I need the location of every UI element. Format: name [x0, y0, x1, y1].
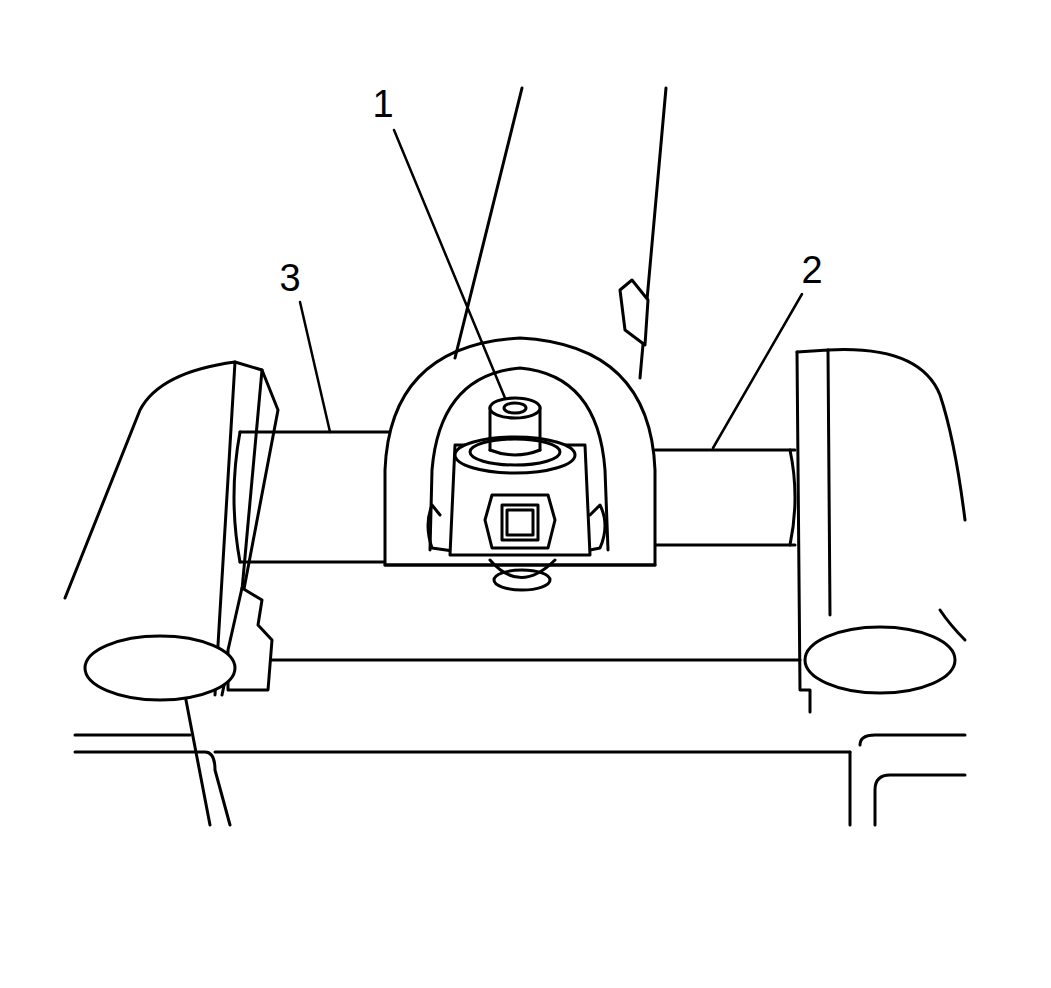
right-vise-jaw [797, 350, 965, 712]
universal-joint [428, 398, 605, 590]
leader-lines [300, 130, 802, 448]
callout-number: 1 [372, 85, 393, 123]
steering-column-outline [455, 88, 666, 378]
callout-number: 2 [801, 251, 822, 289]
yoke [385, 338, 655, 565]
shaft-section [655, 450, 795, 545]
left-vise-jaw [65, 362, 278, 700]
shaft-section [234, 432, 400, 562]
callout-number: 3 [279, 259, 300, 297]
